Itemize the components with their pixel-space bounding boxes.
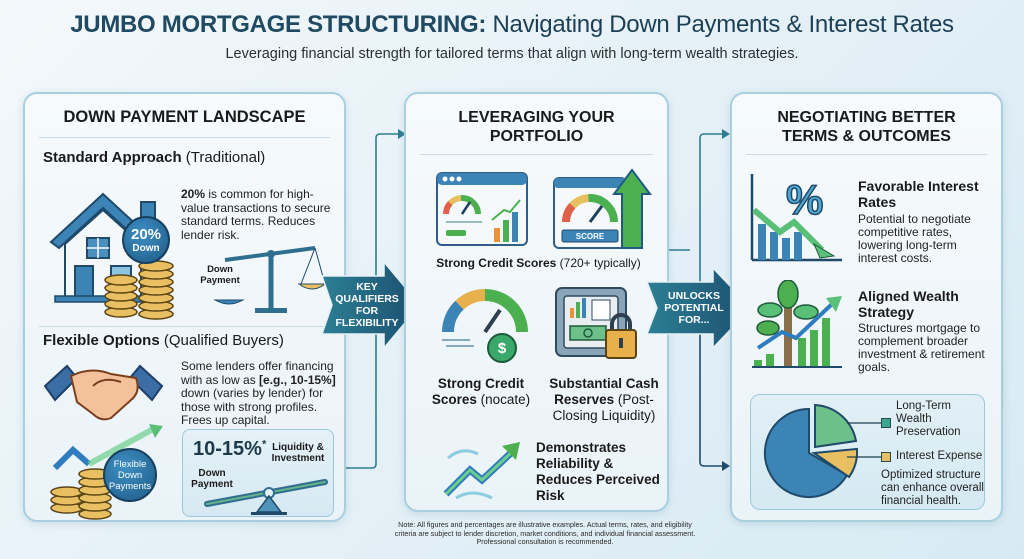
key-qualifiers-arrow: KEY QUALIFIERS FOR FLEXIBILITY <box>322 262 420 348</box>
legend-swatch-wealth <box>881 418 891 428</box>
scale-down-payment-label: Down Payment <box>200 264 240 286</box>
favorable-rates-heading: Favorable Interest Rates <box>858 178 979 210</box>
pie-caption: Optimized structure can enhance overall … <box>881 469 984 507</box>
svg-text:$: $ <box>498 340 507 357</box>
unlocks-label: UNLOCKS POTENTIAL FOR... <box>664 290 724 326</box>
twenty-percent-badge: 20% Down <box>122 216 170 264</box>
credit-dashboard-icon <box>436 172 528 246</box>
legend-wealth-label: Long-Term Wealth Preservation <box>896 400 961 438</box>
cash-normal: (Post-Closing Liquidity) <box>552 392 656 423</box>
wealth-pie-box: Long-Term Wealth Preservation Interest E… <box>750 394 985 510</box>
key-qualifiers-label: KEY QUALIFIERS FOR FLEXIBILITY <box>335 281 399 329</box>
flexible-text-bold: [e.g., 10-15%] <box>259 372 336 387</box>
flexible-badge-label: Flexible Down Payments <box>108 458 152 492</box>
panel-title-outcomes: NEGOTIATING BETTER TERMS & OUTCOMES <box>746 94 987 155</box>
safe-lock-icon <box>555 287 637 359</box>
title-bold: JUMBO MORTGAGE STRUCTURING: <box>70 11 487 38</box>
legend-leader-lines <box>847 422 881 458</box>
standard-text-rest: is common for high-value transactions to… <box>181 187 331 242</box>
seesaw-icon <box>204 479 328 515</box>
balance-scale-icon <box>213 246 325 313</box>
outcomes-panel: NEGOTIATING BETTER TERMS & OUTCOMES % Fa… <box>730 92 1003 522</box>
handshake-icon <box>43 364 164 421</box>
standard-heading-bold: Standard Approach <box>43 149 182 166</box>
flexible-down-payments-badge: Flexible Down Payments <box>103 448 157 502</box>
badge-down: Down <box>132 243 160 254</box>
aligned-wealth-heading: Aligned Wealth Strategy <box>858 288 959 320</box>
pie-chart-icon <box>763 403 859 498</box>
disclaimer-note: Note: All figures and percentages are il… <box>394 520 696 547</box>
score-gauge-icon: SCORE <box>553 168 652 249</box>
flexible-heading-normal: (Qualified Buyers) <box>159 332 284 349</box>
trend-arrow-icon <box>443 442 520 500</box>
standard-approach-text: 20% is common for high-value transaction… <box>181 187 341 242</box>
balance-pct-value: 10-15% <box>193 438 262 460</box>
balance-asterisk: * <box>261 438 267 451</box>
percent-down-chart-icon: % <box>750 174 842 262</box>
down-payment-panel: DOWN PAYMENT LANDSCAPE Standard Approach… <box>23 92 346 522</box>
down-payment-label: Down Payment <box>191 468 233 490</box>
reliability-caption: Demonstrates Reliability & Reduces Perce… <box>536 440 660 503</box>
page-title: JUMBO MORTGAGE STRUCTURING: Navigating D… <box>0 10 1024 40</box>
flexible-heading-bold: Flexible Options <box>43 332 160 349</box>
tree-growth-icon <box>752 280 842 368</box>
liquidity-label: Liquidity & Investment <box>271 442 325 464</box>
coin-stack-icon <box>104 260 174 320</box>
page-subtitle: Leveraging financial strength for tailor… <box>225 46 799 62</box>
standard-text-bold: 20% <box>181 187 206 201</box>
credit2-bold: Strong Credit Scores <box>431 376 525 407</box>
unlocks-potential-arrow: UNLOCKS POTENTIAL FOR... <box>647 268 751 348</box>
section-divider <box>39 326 330 327</box>
favorable-rates-text: Potential to negotiate competitive rates… <box>858 212 971 265</box>
growth-arrow-icon <box>50 424 163 520</box>
panel-title-portfolio: LEVERAGING YOUR PORTFOLIO <box>420 94 653 155</box>
score-text: SCORE <box>576 232 605 241</box>
panel-title-down-payment: DOWN PAYMENT LANDSCAPE <box>39 94 330 138</box>
aligned-wealth-text: Structures mortgage to complement broade… <box>858 321 985 374</box>
legend-swatch-interest <box>881 452 891 462</box>
credit-caption-bold: Strong Credit Scores <box>436 256 557 270</box>
header: JUMBO MORTGAGE STRUCTURING: Navigating D… <box>0 10 1024 62</box>
portfolio-panel: LEVERAGING YOUR PORTFOLIO SCORE Strong C… <box>404 92 669 512</box>
badge-pct: 20% <box>130 226 162 243</box>
flexible-options-heading: Flexible Options (Qualified Buyers) <box>43 332 284 349</box>
credit-scores-caption-2: Strong Credit Scores (nocate) <box>426 376 536 408</box>
flexible-text-post: down (varies by lender) for those with s… <box>181 386 324 427</box>
liquidity-balance-box: 10-15%* Liquidity & Investment Down Paym… <box>182 429 334 517</box>
cash-bold: Substantial Cash Reserves <box>549 376 659 407</box>
standard-heading-normal: (Traditional) <box>181 149 266 166</box>
legend-interest-label: Interest Expense <box>896 450 983 462</box>
balance-pct: 10-15%* <box>193 438 266 461</box>
flexible-text-pre: Some lenders offer financing with as low… <box>181 359 334 387</box>
standard-approach-heading: Standard Approach (Traditional) <box>43 149 265 166</box>
credit-caption-normal: (720+ typically) <box>556 256 641 270</box>
cash-reserves-caption: Substantial Cash Reserves (Post-Closing … <box>542 376 666 424</box>
flexible-options-text: Some lenders offer financing with as low… <box>181 359 341 428</box>
credit2-normal: (nocate) <box>476 392 531 407</box>
credit-scores-caption: Strong Credit Scores (720+ typically) <box>406 256 671 270</box>
svg-text:%: % <box>786 176 823 223</box>
title-rest: Navigating Down Payments & Interest Rate… <box>486 11 954 38</box>
gauge-dollar-icon: $ <box>442 289 528 363</box>
